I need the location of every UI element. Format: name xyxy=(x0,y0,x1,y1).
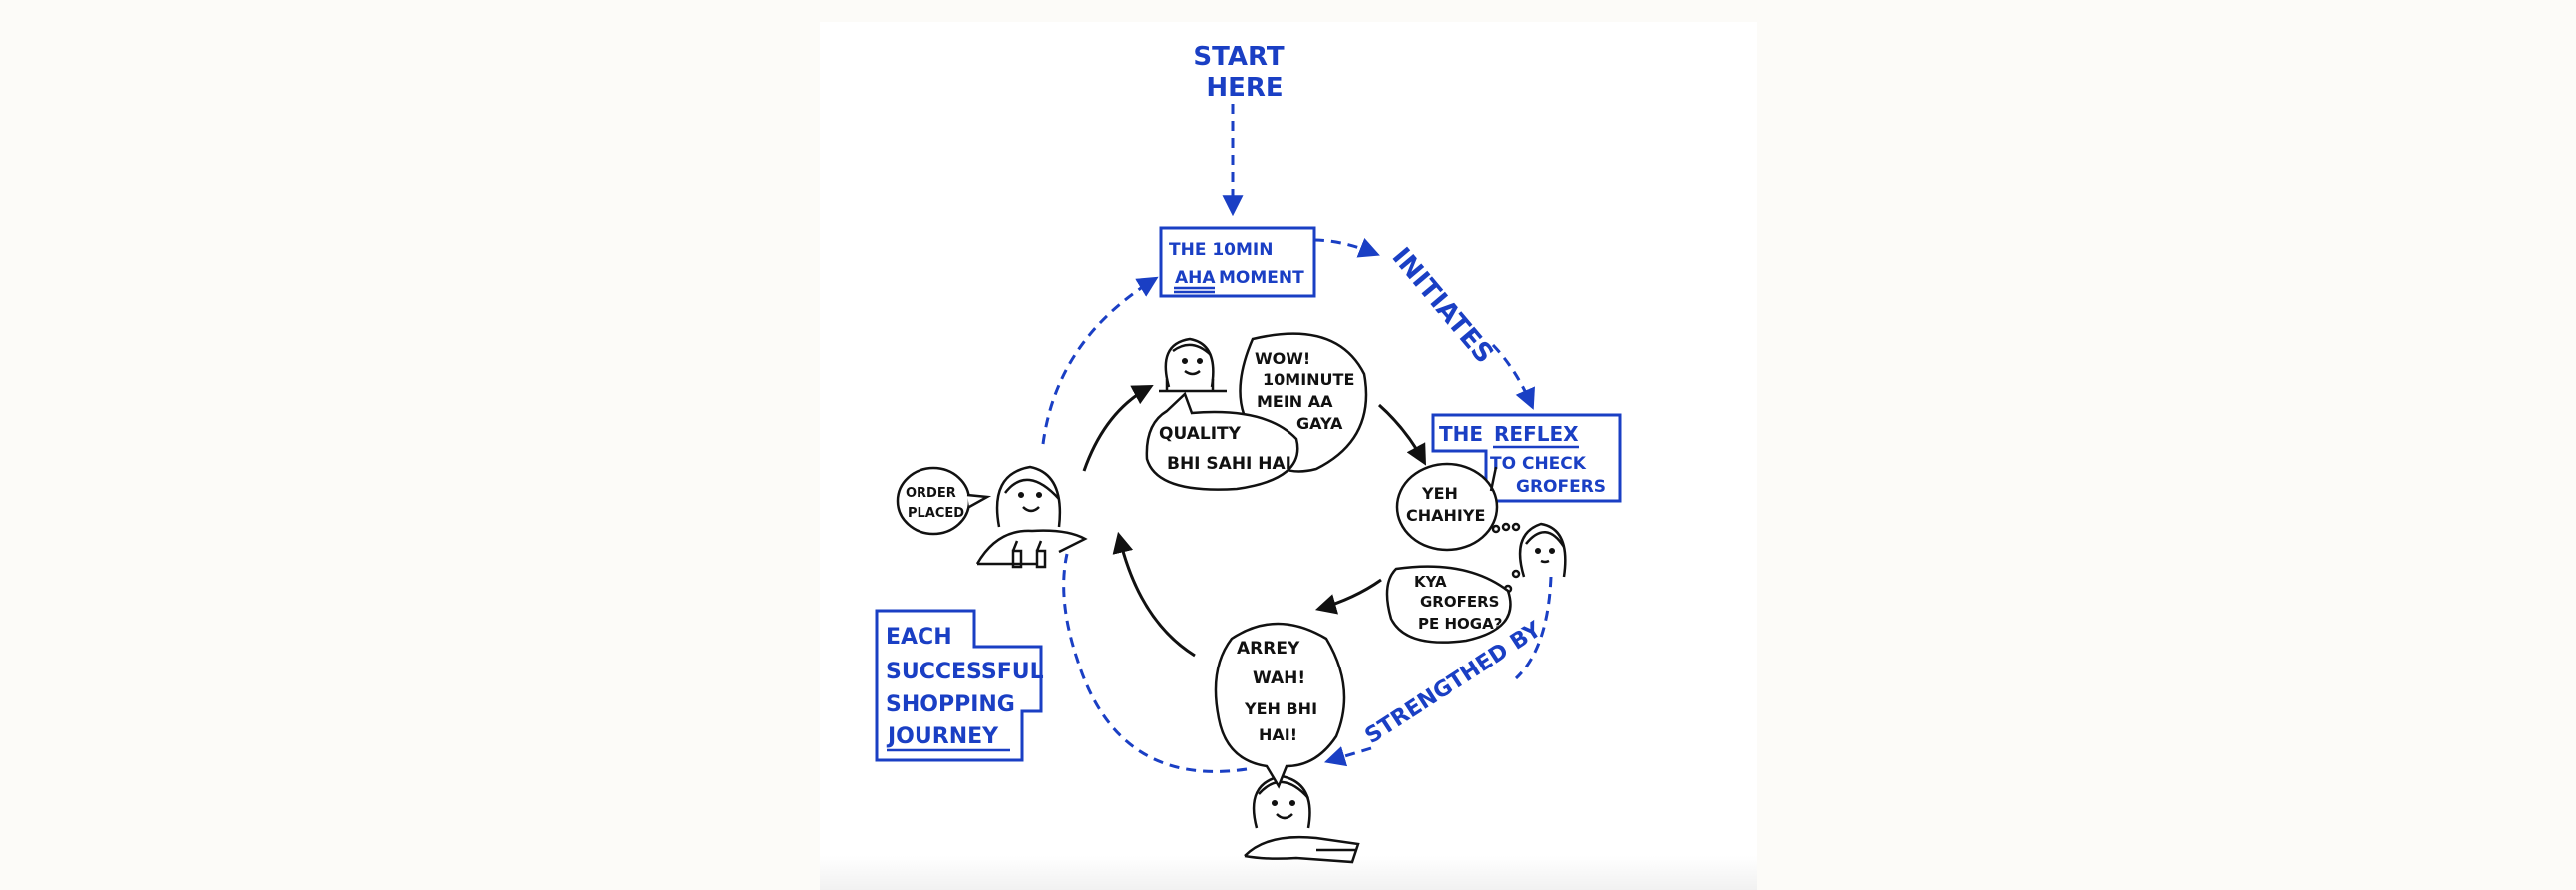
each-line2: SUCCESSFUL xyxy=(886,660,1044,684)
initiates-arrow-end xyxy=(1491,343,1535,410)
kya-line2: GROFERS xyxy=(1420,593,1499,611)
cycle-arrow-top-left xyxy=(1082,385,1154,472)
arrey-line1: ARREY xyxy=(1237,639,1300,659)
each-journey-box: EACH SUCCESSFUL SHOPPING JOURNEY xyxy=(875,609,1044,762)
start-text: START xyxy=(1193,42,1284,72)
start-label: START HERE xyxy=(1193,42,1284,103)
wow-line2: 10MINUTE xyxy=(1263,370,1354,389)
wow-line1: WOW! xyxy=(1255,349,1310,368)
canvas-bottom-shade xyxy=(820,856,1757,890)
initiates-arrow-start xyxy=(1313,238,1380,258)
yeh-chahiye-line2: CHAHIYE xyxy=(1406,506,1485,525)
figure-thinking-right xyxy=(1491,522,1567,594)
bubble-yeh-chahiye: YEH CHAHIYE xyxy=(1395,462,1499,552)
figure-thumbs-up-left xyxy=(975,465,1088,569)
arrey-line3: YEH BHI xyxy=(1244,699,1317,718)
moment-word: MOMENT xyxy=(1219,268,1304,288)
cycle-arrow-top-right xyxy=(1378,403,1427,466)
wow-line4: GAYA xyxy=(1296,414,1343,433)
reflex-the-word: THE xyxy=(1439,422,1483,446)
yeh-chahiye-line1: YEH xyxy=(1421,484,1458,503)
cycle-arrow-bottom-left xyxy=(1112,531,1196,658)
arrey-line4: HAI! xyxy=(1259,725,1297,744)
initiates-label: INITIATES xyxy=(1386,242,1500,369)
strengthened-arrow-head xyxy=(1323,746,1372,767)
reflex-box: THE REFLEX TO CHECK GROFERS xyxy=(1431,413,1622,503)
reflex-word: REFLEX xyxy=(1494,422,1579,446)
reflex-line3: GROFERS xyxy=(1516,477,1606,497)
quality-line1: QUALITY xyxy=(1159,424,1242,444)
aha-line1: THE 10MIN xyxy=(1169,240,1273,260)
quality-line2: BHI SAHI HAI xyxy=(1167,454,1291,474)
figure-reading-bottom xyxy=(1244,774,1360,864)
figure-happy-top xyxy=(1159,337,1227,393)
kya-line3: PE HOGA? xyxy=(1418,615,1502,633)
wow-line3: MEIN AA xyxy=(1257,392,1333,411)
aha-word: AHA xyxy=(1175,268,1216,288)
each-line4: JOURNEY xyxy=(886,724,999,749)
cycle-arrow-bottom-right xyxy=(1314,578,1382,615)
order-line2: PLACED xyxy=(908,506,964,521)
aha-underline xyxy=(1174,286,1215,294)
arrey-line2: WAH! xyxy=(1253,668,1305,688)
bubble-kya-grofers: KYA GROFERS PE HOGA? xyxy=(1385,565,1512,644)
return-dashed-arc xyxy=(1062,553,1248,773)
aha-moment-box: THE 10MIN AHA MOMENT xyxy=(1159,226,1316,298)
reflex-line2: TO CHECK xyxy=(1490,454,1587,474)
here-text: HERE xyxy=(1206,73,1283,103)
each-line3: SHOPPING xyxy=(886,692,1015,717)
bubble-quality: QUALITY BHI SAHI HAI xyxy=(1145,391,1299,491)
kya-line1: KYA xyxy=(1414,573,1447,591)
bubble-order-placed: ORDER PLACED xyxy=(896,466,992,536)
bubble-arrey-wah: ARREY WAH! YEH BHI HAI! xyxy=(1214,622,1346,789)
each-line1: EACH xyxy=(886,625,952,650)
to-aha-dashed-arrow xyxy=(1041,276,1159,445)
order-line1: ORDER xyxy=(906,486,956,501)
